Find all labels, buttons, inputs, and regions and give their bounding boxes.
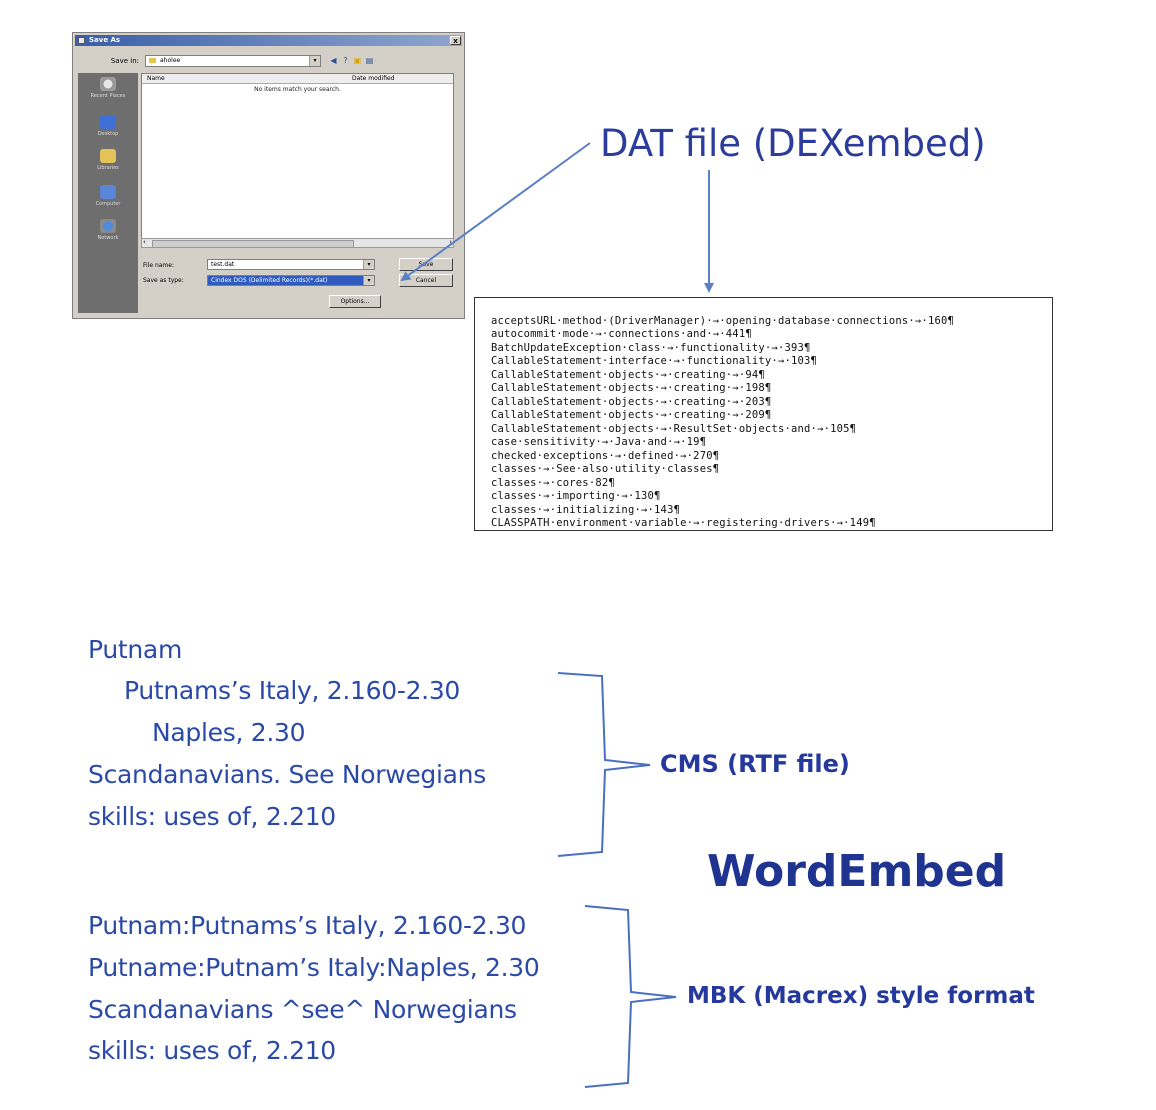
save-in-value: aholee	[160, 57, 181, 64]
view-menu-icon[interactable]: ▤	[365, 55, 374, 65]
back-icon[interactable]: ◀	[330, 55, 337, 65]
dat-line: CallableStatement·objects·→·creating·→·9…	[491, 369, 765, 381]
cms-label: CMS (RTF file)	[660, 750, 850, 778]
cms-line: skills: uses of, 2.210	[88, 802, 336, 831]
save-in-dropdown[interactable]: aholee ▾	[145, 55, 321, 67]
new-folder-icon[interactable]: ▣	[353, 55, 362, 65]
dat-line: autocommit·mode·→·connections·and·→·441¶	[491, 328, 752, 340]
mbk-line: Scandanavians ^see^ Norwegians	[88, 995, 517, 1024]
chevron-down-icon: ▾	[363, 276, 374, 285]
help-icon[interactable]: ?	[343, 55, 348, 65]
place-label: Recent Places	[90, 93, 126, 99]
dat-line: CallableStatement·objects·→·ResultSet·ob…	[491, 423, 857, 435]
wordembed-title: WordEmbed	[707, 846, 1007, 897]
place-label: Computer	[95, 201, 121, 207]
save-in-label: Save in:	[110, 57, 139, 65]
recent-places-icon	[100, 77, 116, 91]
file-list-header: Name Date modified	[142, 74, 453, 84]
save-as-type-dropdown[interactable]: Cindex DOS (Delimited Records)(*.dat) ▾	[207, 275, 375, 286]
places-bar: Recent Places Desktop Libraries Computer…	[78, 73, 138, 313]
cms-line: Putnam	[88, 635, 183, 664]
desktop-icon	[100, 115, 116, 129]
place-computer[interactable]: Computer	[78, 185, 138, 207]
dat-line: CLASSPATH·environment·variable·→·registe…	[491, 517, 876, 529]
column-name[interactable]: Name	[147, 75, 165, 82]
dat-line: CallableStatement·objects·→·creating·→·1…	[491, 382, 772, 394]
place-label: Network	[97, 235, 119, 241]
options-button[interactable]: Options...	[329, 295, 381, 308]
scroll-left-icon[interactable]: ‹	[143, 238, 146, 246]
dat-file-title: DAT file (DEXembed)	[600, 122, 986, 165]
place-libraries[interactable]: Libraries	[78, 149, 138, 171]
close-button[interactable]: x	[450, 36, 461, 45]
dat-line: CallableStatement·objects·→·creating·→·2…	[491, 409, 772, 421]
place-label: Desktop	[97, 131, 119, 137]
dat-line: CallableStatement·interface·→·functional…	[491, 355, 818, 367]
dat-line: acceptsURL·method·(DriverManager)·→·open…	[491, 315, 955, 327]
dat-line: BatchUpdateException·class·→·functionali…	[491, 342, 811, 354]
place-label: Libraries	[97, 165, 119, 171]
save-button[interactable]: Save	[399, 258, 453, 271]
dialog-title-bar: Save As x	[75, 35, 462, 46]
save-as-type-value: Cindex DOS (Delimited Records)(*.dat)	[211, 277, 328, 284]
empty-message: No items match your search.	[254, 86, 341, 93]
dat-line: classes·→·importing·→·130¶	[491, 490, 661, 502]
file-name-input[interactable]: test.dat ▾	[207, 259, 375, 270]
dat-line: checked·exceptions·→·defined·→·270¶	[491, 450, 720, 462]
file-name-value: test.dat	[211, 261, 235, 268]
cms-brace	[557, 672, 651, 857]
cancel-button[interactable]: Cancel	[399, 274, 453, 287]
scroll-thumb[interactable]	[152, 240, 354, 248]
chevron-down-icon: ▾	[309, 56, 320, 66]
save-as-dialog: Save As x Save in: aholee ▾ ◀ ? ▣ ▤ Rece…	[72, 32, 465, 319]
dialog-toolbar: ◀ ? ▣ ▤	[329, 54, 374, 66]
folder-icon	[149, 58, 156, 63]
mbk-brace	[584, 905, 677, 1088]
mbk-label: MBK (Macrex) style format	[687, 983, 1035, 1009]
mbk-line: Putname:Putnam’s Italy:Naples, 2.30	[88, 953, 540, 982]
dialog-title: Save As	[89, 36, 121, 44]
place-desktop[interactable]: Desktop	[78, 115, 138, 137]
dat-line: classes·→·See·also·utility·classes¶	[491, 463, 720, 475]
file-name-label: File name:	[143, 262, 174, 269]
place-recent[interactable]: Recent Places	[78, 77, 138, 99]
dat-line: classes·→·initializing·→·143¶	[491, 504, 681, 516]
cms-line: Putnams’s Italy, 2.160-2.30	[124, 676, 461, 705]
dat-file-preview: acceptsURL·method·(DriverManager)·→·open…	[474, 297, 1053, 531]
dat-line: classes·→·cores·82¶	[491, 477, 615, 489]
arrow-to-save-type	[400, 142, 591, 282]
dat-line: case·sensitivity·→·Java·and·→·19¶	[491, 436, 707, 448]
place-network[interactable]: Network	[78, 219, 138, 241]
computer-icon	[100, 185, 116, 199]
chevron-down-icon: ▾	[363, 260, 374, 269]
dat-line: CallableStatement·objects·→·creating·→·2…	[491, 396, 772, 408]
column-date-modified[interactable]: Date modified	[352, 75, 395, 82]
file-list[interactable]: Name Date modified No items match your s…	[141, 73, 454, 243]
mbk-line: Putnam:Putnams’s Italy, 2.160-2.30	[88, 911, 527, 940]
cms-line: Scandanavians. See Norwegians	[88, 760, 486, 789]
mbk-line: skills: uses of, 2.210	[88, 1036, 336, 1065]
save-as-type-label: Save as type:	[143, 277, 184, 284]
scroll-right-icon[interactable]: ›	[449, 238, 452, 246]
cms-line: Naples, 2.30	[152, 718, 306, 747]
window-icon	[78, 37, 85, 44]
network-icon	[100, 219, 116, 233]
libraries-icon	[100, 149, 116, 163]
